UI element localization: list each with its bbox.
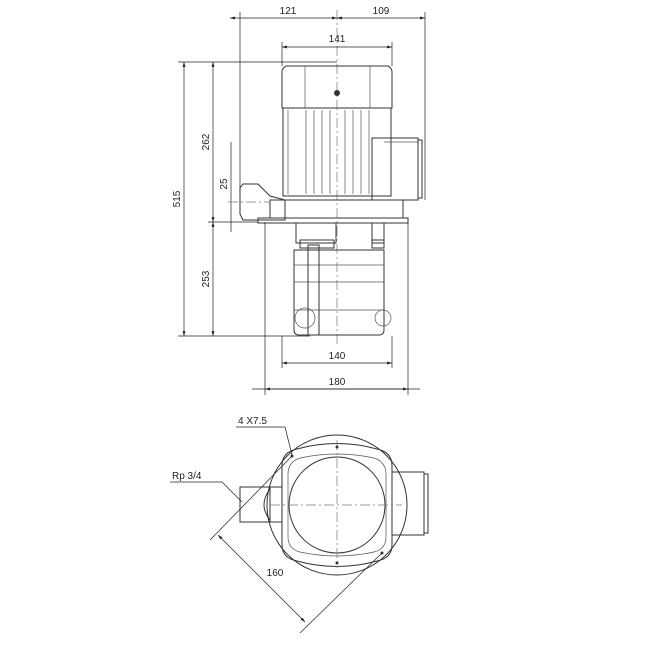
side-view: [239, 10, 423, 345]
screw-icon: [334, 90, 340, 96]
dim-515: 515: [172, 190, 183, 207]
dim-253: 253: [201, 270, 212, 287]
dim-180: 180: [329, 377, 346, 388]
dim-262: 262: [201, 133, 212, 150]
side-dimensions: 121 109 141 515 262 253 25 140 180: [172, 6, 426, 395]
inlet-port: [239, 486, 271, 523]
holes-label: 4 X7.5: [238, 416, 267, 427]
dim-140: 140: [329, 351, 346, 362]
flange-circle: [266, 434, 408, 576]
motor-body: [282, 107, 392, 197]
motor-cap: [281, 65, 393, 109]
dim-109: 109: [373, 6, 390, 17]
dim-121: 121: [280, 6, 297, 17]
terminal-box: [371, 137, 419, 201]
strap: [307, 244, 320, 336]
thread-label: Rp 3/4: [172, 471, 202, 482]
dim-25: 25: [219, 178, 230, 190]
dim-160: 160: [267, 568, 284, 579]
terminal-box-top: [392, 471, 425, 536]
bracket: [239, 183, 286, 221]
pump-housing: [293, 249, 385, 336]
dim-141: 141: [329, 34, 346, 45]
top-dimensions: 4 X7.5 Rp 3/4 160: [170, 416, 383, 634]
top-view: [239, 434, 429, 576]
